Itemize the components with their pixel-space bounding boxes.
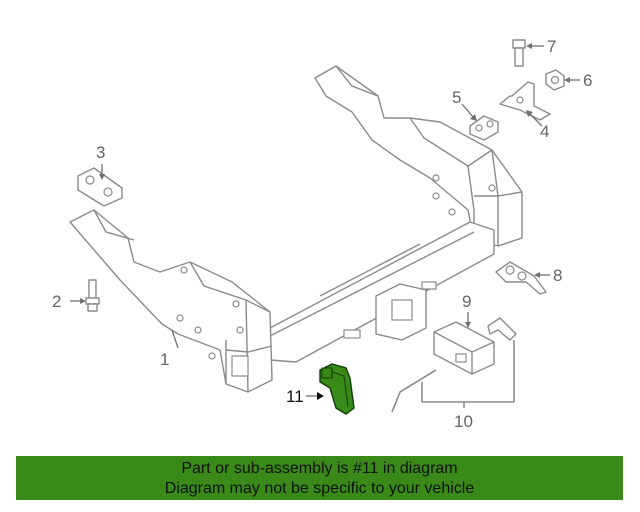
bracket-part-4	[499, 81, 551, 121]
bolt-part-2	[85, 279, 100, 312]
hitch-frame-part	[69, 65, 523, 393]
parts-diagram: 1 2 3 4 5 6 7 8 9 10 11	[52, 37, 592, 431]
info-banner: Part or sub-assembly is #11 in diagram D…	[16, 456, 623, 500]
wiring-part-10	[391, 317, 517, 413]
callout-6: 6	[583, 71, 592, 90]
callout-2: 2	[52, 292, 61, 311]
leader-lines	[70, 43, 580, 408]
callout-3: 3	[96, 143, 105, 162]
banner-line-2: Diagram may not be specific to your vehi…	[164, 480, 475, 497]
callout-10: 10	[454, 412, 473, 431]
nut-part-6	[545, 69, 565, 91]
callout-5: 5	[452, 88, 461, 107]
plate-part-8	[495, 261, 547, 295]
highlighted-part-11	[319, 363, 355, 415]
module-part-9	[433, 321, 495, 375]
callout-8: 8	[553, 266, 562, 285]
callout-1: 1	[160, 350, 169, 369]
callout-11: 11	[286, 387, 304, 406]
banner-line-1: Part or sub-assembly is #11 in diagram	[181, 460, 458, 477]
plate-part-5	[469, 115, 499, 141]
callout-labels: 1 2 3 4 5 6 7 8 9 10 11	[52, 37, 592, 431]
callout-9: 9	[462, 292, 471, 311]
bolt-part-7	[512, 39, 526, 67]
callout-4: 4	[540, 122, 549, 141]
plate-part-3	[77, 167, 123, 207]
callout-7: 7	[547, 37, 556, 56]
